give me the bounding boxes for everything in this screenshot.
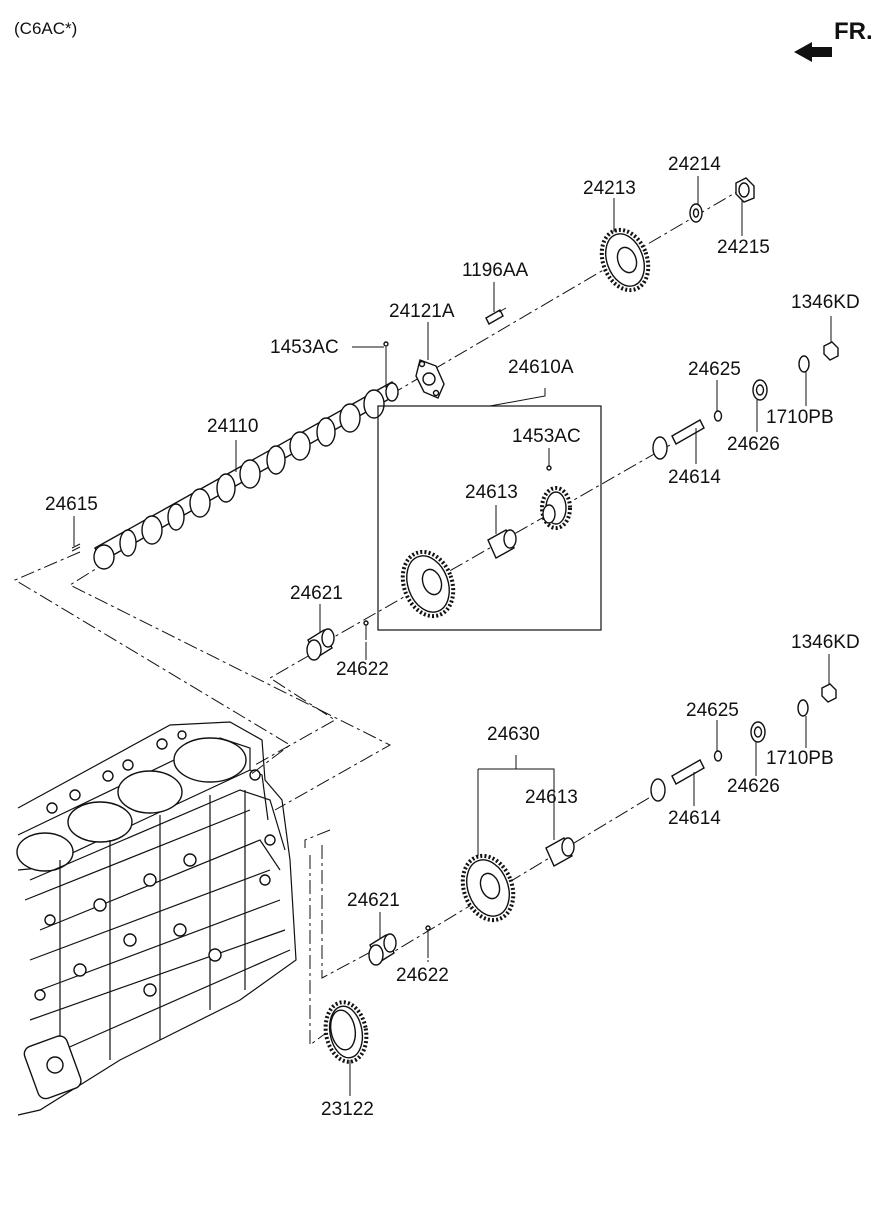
label-1453AC-box[interactable]: 1453AC [512,426,581,447]
bolt-1196AA [485,307,507,325]
arrow-left-icon [794,42,832,62]
label-24625-top[interactable]: 24625 [688,359,741,380]
thrust-plate-24121A [415,359,445,399]
camshaft-24110 [71,189,741,570]
label-24121A[interactable]: 24121A [389,301,455,322]
assembly-box-24610A [377,405,602,631]
label-24615[interactable]: 24615 [45,494,98,515]
label-24613-top[interactable]: 24613 [465,482,518,503]
bearing-24626-bottom [750,721,766,743]
nut-1346KD-top [823,341,839,361]
o-ring-24625-bottom [713,750,723,762]
label-24110[interactable]: 24110 [207,416,259,437]
assembly-leaders [13,551,392,1046]
label-24626-top[interactable]: 24626 [727,434,780,455]
crank-gear-23122 [323,1000,369,1064]
bearing-24626-top [752,379,768,401]
label-24621-bottom[interactable]: 24621 [347,890,400,911]
label-24630[interactable]: 24630 [487,724,540,745]
nut-24215 [735,177,755,203]
label-24213[interactable]: 24213 [583,178,636,199]
plate-24614-bottom [650,759,705,802]
label-24215[interactable]: 24215 [717,237,770,258]
label-24621-top[interactable]: 24621 [290,583,343,604]
label-1196AA[interactable]: 1196AA [462,260,529,281]
bushing-24613-bottom [545,837,575,867]
label-24626-bottom[interactable]: 24626 [727,776,780,797]
label-1710PB-bottom[interactable]: 1710PB [766,748,834,769]
label-24610A[interactable]: 24610A [508,357,574,378]
label-leaders [73,176,832,1096]
label-24622-bottom[interactable]: 24622 [396,965,449,986]
ring-1710PB-bottom [797,699,809,717]
label-24613-bottom[interactable]: 24613 [525,787,578,808]
cam-gear-24213 [599,227,651,293]
shaft-24621-bottom [368,933,397,966]
model-code: (C6AC*) [14,19,78,38]
idler-gear-24610A [400,549,456,619]
label-24614-bottom[interactable]: 24614 [668,808,721,829]
plate-24614-top [652,419,705,460]
direction-label: FR. [834,18,873,45]
engine-block [16,721,297,1116]
label-1346KD-bottom[interactable]: 1346KD [791,632,860,653]
label-24614-top[interactable]: 24614 [668,467,721,488]
label-1346KD-top[interactable]: 1346KD [791,292,860,313]
label-23122[interactable]: 23122 [321,1099,374,1120]
small-gear-1453AC [540,486,572,530]
ring-1710PB-top [798,355,810,373]
bushing-24613-top [487,529,517,559]
label-24214[interactable]: 24214 [668,154,721,175]
o-ring-24625-top [713,410,723,422]
label-24622-top[interactable]: 24622 [336,659,389,680]
label-1710PB-top[interactable]: 1710PB [766,407,834,428]
label-1453AC-top[interactable]: 1453AC [270,337,339,358]
nut-1346KD-bottom [821,683,837,703]
idler-gear-24630 [460,853,516,923]
label-24625-bottom[interactable]: 24625 [686,700,739,721]
washer-24214 [689,203,703,223]
shaft-24621-top [306,628,335,661]
